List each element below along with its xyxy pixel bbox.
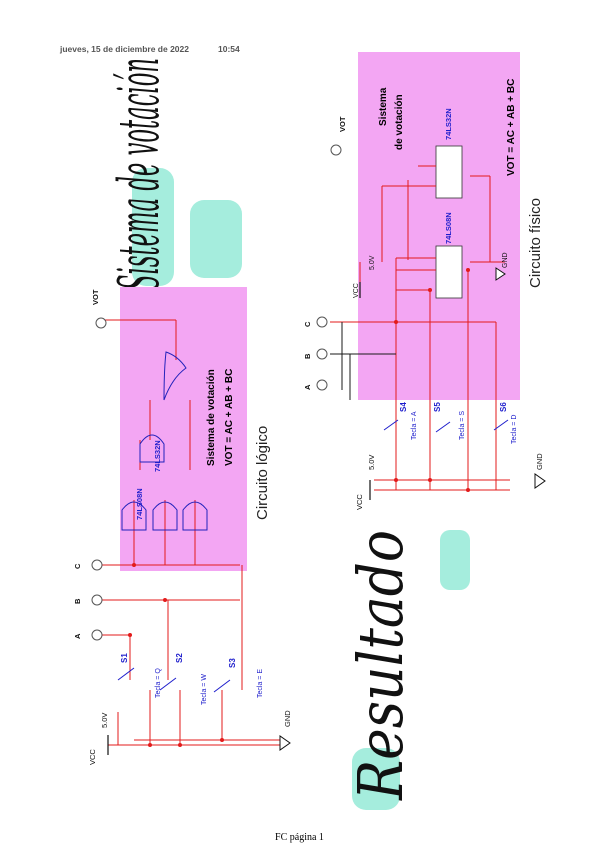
logic-input-c-probe	[91, 559, 103, 571]
logic-input-b-probe	[91, 594, 103, 606]
physical-and-chip-body	[435, 245, 463, 299]
physical-title-line2: de votación	[394, 94, 405, 150]
physical-box	[358, 52, 520, 400]
physical-switch-s5: S5	[433, 402, 442, 412]
physical-input-a: A	[303, 384, 312, 390]
logic-caption: Circuito lógico	[254, 426, 271, 520]
logic-and-gates	[121, 351, 208, 531]
logic-voltage: 5.0V	[100, 713, 109, 728]
physical-junctions	[394, 268, 470, 492]
logic-junctions	[128, 563, 224, 747]
logic-wires	[100, 319, 280, 746]
logic-input-a: A	[73, 633, 82, 639]
logic-input-c: C	[73, 563, 82, 569]
physical-voltage-box: 5.0V	[369, 255, 376, 270]
physical-key-s: Tecla = S	[459, 411, 466, 440]
logic-key-w: Tecla = W	[201, 674, 208, 705]
logic-key-e: Tecla = E	[257, 669, 264, 698]
logic-switch-s3: S3	[228, 658, 237, 668]
physical-circuit: 74LS08N 74LS32N	[303, 52, 546, 510]
logic-circuit: 74LS08N 74LS32N Sistema de votación VOT …	[73, 287, 292, 765]
logic-switches	[117, 667, 231, 693]
physical-equation: VOT = AC + AB + BC	[506, 79, 517, 176]
logic-switch-s1: S1	[120, 653, 129, 663]
physical-input-c-probe	[316, 316, 328, 328]
result-heading: Resultado	[344, 530, 470, 810]
physical-gnd-box-label: GND	[502, 252, 509, 268]
physical-switch-s6: S6	[499, 402, 508, 412]
logic-title: Sistema de votación	[206, 369, 217, 466]
physical-dark-wires	[330, 322, 396, 400]
physical-gnd-symbol-box	[495, 267, 506, 281]
result-heading-text: Resultado	[344, 530, 417, 801]
physical-title-line1: Sistema	[378, 87, 389, 126]
logic-input-b: B	[73, 598, 82, 604]
physical-input-a-probe	[316, 379, 328, 391]
physical-or-chip-body	[435, 145, 463, 199]
physical-input-b-probe	[316, 348, 328, 360]
physical-vot-label: VOT	[338, 116, 347, 132]
header-date: jueves, 15 de diciembre de 2022	[59, 44, 189, 54]
physical-input-c: C	[303, 321, 312, 327]
logic-equation: VOT = AC + AB + BC	[224, 369, 235, 466]
physical-switch-s4: S4	[399, 402, 408, 412]
logic-gnd-symbol	[279, 735, 291, 751]
logic-and-chip: 74LS08N	[135, 488, 144, 520]
physical-wires	[330, 165, 510, 491]
physical-vot-probe	[330, 144, 342, 156]
physical-or-chip: 74LS32N	[444, 108, 453, 140]
title-heading: Sistema de votación	[107, 58, 242, 290]
physical-switches	[383, 419, 509, 433]
logic-input-a-probe	[91, 629, 103, 641]
physical-key-d: Tecla = D	[511, 415, 518, 444]
physical-input-b: B	[303, 353, 312, 359]
physical-gnd-symbol	[534, 473, 546, 489]
physical-vcc-label: VCC	[355, 494, 364, 510]
logic-vot-probe	[95, 317, 107, 329]
physical-and-chip: 74LS08N	[444, 212, 453, 244]
header-time: 10:54	[218, 44, 240, 54]
physical-vcc-box-label: VCC	[353, 283, 360, 298]
physical-caption: Circuito físico	[527, 198, 544, 288]
logic-vcc-label: VCC	[88, 749, 97, 765]
logic-switch-s2: S2	[175, 653, 184, 663]
logic-vot-label: VOT	[91, 289, 100, 305]
logic-key-q: Tecla = Q	[155, 668, 162, 698]
physical-gnd-label: GND	[535, 453, 544, 470]
logic-gnd-label: GND	[283, 710, 292, 727]
logic-or-chip: 74LS32N	[153, 440, 162, 472]
physical-voltage: 5.0V	[367, 455, 376, 470]
title-heading-text: Sistema de votación	[107, 58, 172, 290]
physical-key-a: Tecla = A	[411, 411, 418, 440]
page-footer: FC página 1	[275, 832, 324, 843]
